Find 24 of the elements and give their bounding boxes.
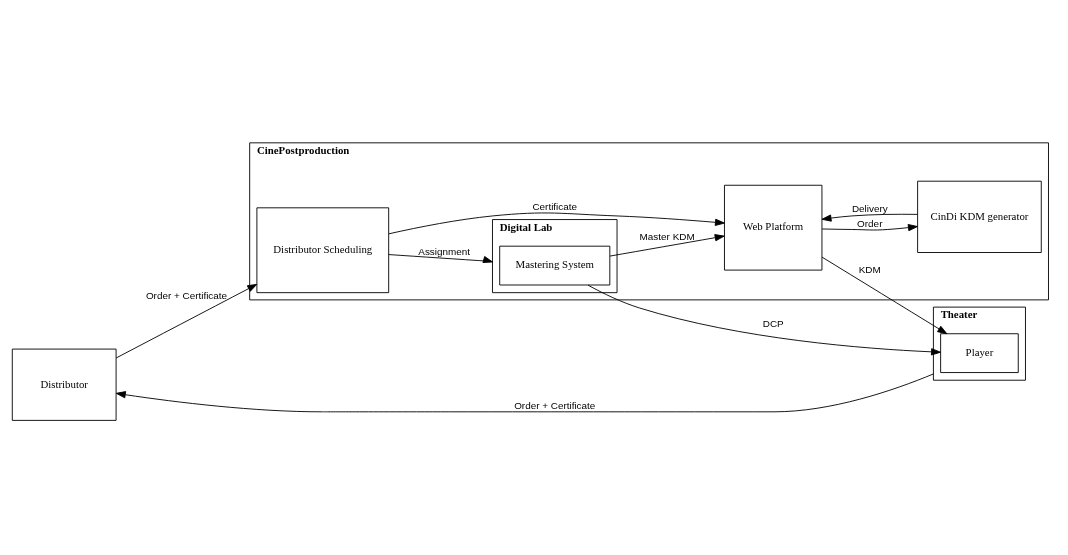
arrow xyxy=(821,256,948,334)
edge-label: Master KDM xyxy=(639,230,695,242)
node-box: Web Platform xyxy=(724,184,823,271)
edge-label: KDM xyxy=(858,263,881,275)
node-box: CinDi KDM generator xyxy=(917,180,1042,253)
arrow xyxy=(388,212,725,234)
node-box: Distributor xyxy=(11,348,117,421)
arrow xyxy=(587,284,941,355)
edge-label: Order + Certificate xyxy=(145,289,228,301)
arrow xyxy=(388,253,493,263)
node-box: Distributor Scheduling xyxy=(256,206,390,293)
arrow xyxy=(821,223,918,231)
arrow xyxy=(115,373,934,412)
edge-label: Order + Certificate xyxy=(514,399,596,411)
edge-label: Certificate xyxy=(532,200,578,212)
node-box: Mastering System xyxy=(499,245,611,285)
edge-label: Assignment xyxy=(418,245,471,257)
edge-label: Order xyxy=(857,217,883,229)
node-box: Player xyxy=(940,332,1019,373)
edge-label: DCP xyxy=(762,317,784,329)
arrow xyxy=(609,233,725,257)
edge-label: Delivery xyxy=(851,202,888,214)
arrow xyxy=(821,213,918,222)
arrow xyxy=(115,283,258,358)
